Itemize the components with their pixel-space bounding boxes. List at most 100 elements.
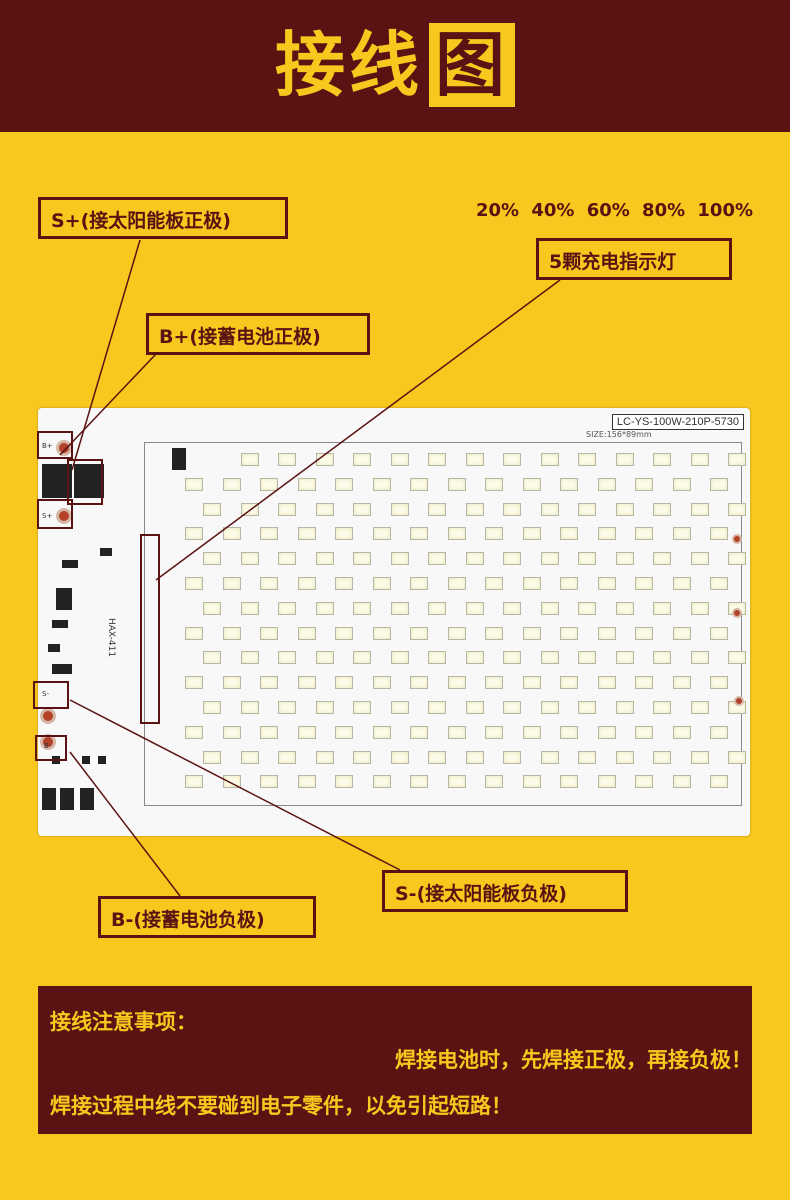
led-chip (465, 651, 484, 665)
led-chip (710, 527, 728, 541)
led-chip (260, 725, 278, 739)
led-chip (428, 502, 446, 516)
led-chip (503, 453, 521, 466)
led-chip (353, 453, 371, 466)
led-chip (240, 453, 259, 466)
led-chip (278, 701, 296, 714)
silk-b-minus: B- (44, 742, 52, 750)
label-b-plus: B+(接蓄电池正极) (146, 313, 370, 355)
leader-b-plus (59, 353, 157, 456)
led-chip (335, 676, 353, 690)
led-chip (578, 750, 596, 764)
led-chip (428, 552, 446, 566)
component-q4 (82, 756, 90, 764)
led-chip (710, 477, 728, 491)
led-chip (203, 502, 221, 516)
led-chip (728, 750, 746, 764)
component-q5 (98, 756, 106, 764)
component-r8 (60, 788, 74, 810)
led-chip (447, 477, 466, 491)
led-chip (203, 601, 221, 615)
led-chip (465, 453, 484, 466)
led-chip (578, 453, 596, 466)
led-chip (260, 527, 278, 541)
led-chip (428, 701, 446, 714)
led-chip (185, 775, 203, 789)
led-chip (578, 651, 596, 665)
led-chip (522, 577, 541, 590)
led-chip (428, 750, 446, 764)
led-chip (185, 577, 203, 590)
led-chip (335, 626, 353, 640)
pad-right-2 (732, 608, 742, 618)
led-chip (410, 775, 428, 789)
led-chip (710, 676, 728, 690)
indicator-led-bar (140, 534, 160, 724)
silk-b-plus: B+ (42, 442, 53, 450)
led-chip (503, 552, 521, 566)
led-chip (185, 626, 203, 640)
led-chip (447, 577, 466, 590)
led-chip (503, 651, 521, 665)
led-chip (297, 527, 316, 541)
led-chip (222, 626, 241, 640)
led-chip (485, 626, 503, 640)
led-chip (615, 750, 634, 764)
component-c3 (62, 560, 78, 568)
led-chip (540, 502, 559, 516)
notice-box: 接线注意事项： 焊接电池时，先焊接正极，再接负极！ 焊接过程中线不要碰到电子零件… (38, 986, 752, 1134)
led-chip (653, 750, 671, 764)
led-chip (635, 626, 653, 640)
notice-title: 接线注意事项： (50, 1010, 197, 1034)
header-banner (0, 0, 790, 132)
led-chip (597, 527, 616, 541)
leader-b-minus (69, 751, 181, 897)
led-chip (485, 676, 503, 690)
led-chip (297, 775, 316, 789)
led-chip (560, 725, 578, 739)
led-chip (560, 477, 578, 491)
led-chip (297, 626, 316, 640)
led-chip (428, 453, 446, 466)
led-chip (297, 676, 316, 690)
silk-s-minus: S- (42, 690, 49, 698)
led-chip (710, 626, 728, 640)
led-chip (635, 577, 653, 590)
led-chip (522, 775, 541, 789)
led-chip (222, 577, 241, 590)
led-chip (672, 775, 691, 789)
title-boxed: 图 (429, 23, 515, 107)
led-chip (690, 750, 709, 764)
led-chip (728, 552, 746, 566)
led-chip (690, 601, 709, 615)
led-chip (597, 477, 616, 491)
led-chip (635, 477, 653, 491)
led-chip (353, 651, 371, 665)
led-chip (222, 477, 241, 491)
title-main: 接线 (275, 24, 423, 106)
led-chip (635, 725, 653, 739)
led-chip (672, 676, 691, 690)
component-q2 (52, 664, 72, 674)
led-chip (372, 775, 391, 789)
led-chip (485, 477, 503, 491)
led-chip (597, 577, 616, 590)
pcb-board: LC-YS-100W-210P-5730 SIZE:156*89mm B+ S+… (38, 408, 750, 836)
led-chip (597, 626, 616, 640)
led-chip (278, 601, 296, 615)
component-c5 (100, 548, 112, 556)
led-chip (653, 453, 671, 466)
led-chip (690, 552, 709, 566)
led-chip (185, 725, 203, 739)
led-chip (278, 651, 296, 665)
led-chip (578, 601, 596, 615)
notice-line-2: 焊接过程中线不要碰到电子零件，以免引起短路！ (50, 1094, 512, 1118)
led-chip (390, 601, 409, 615)
led-chip (260, 676, 278, 690)
led-chip (560, 775, 578, 789)
led-chip (315, 453, 334, 466)
led-chip (372, 676, 391, 690)
led-chip (653, 651, 671, 665)
led-chip (372, 577, 391, 590)
